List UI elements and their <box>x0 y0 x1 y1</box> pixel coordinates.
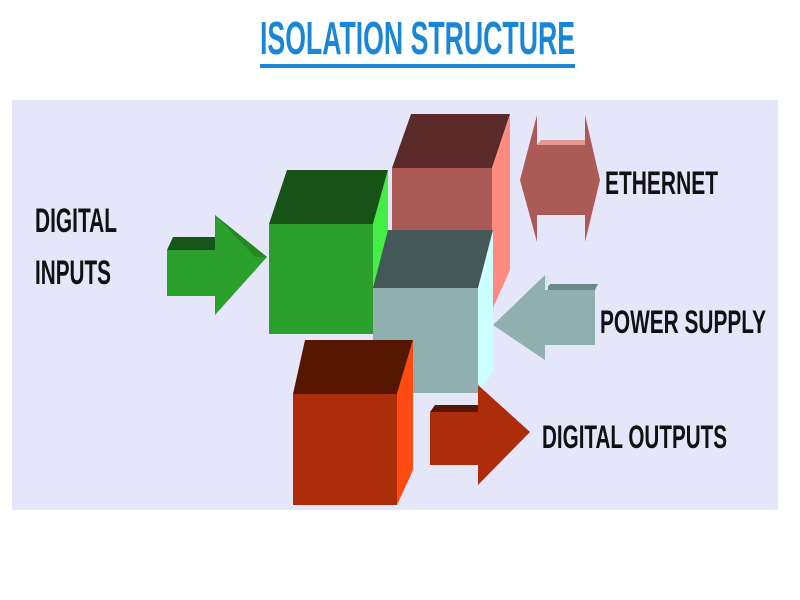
diagram-title: ISOLATION STRUCTURE <box>260 12 575 64</box>
digital-inputs-arrow <box>167 215 267 315</box>
digital-inputs-label-line1: DIGITAL <box>35 202 117 240</box>
ethernet-double-arrow <box>520 115 600 242</box>
power-supply-label: POWER SUPPLY <box>600 304 766 340</box>
title-underline <box>260 64 575 68</box>
power-supply-arrow <box>493 275 598 360</box>
digital-outputs-cube <box>293 340 413 505</box>
digital-outputs-arrow <box>430 385 530 485</box>
digital-inputs-cube <box>269 170 388 334</box>
digital-inputs-label-line2: INPUTS <box>35 254 111 292</box>
digital-outputs-label: DIGITAL OUTPUTS <box>542 419 727 455</box>
ethernet-label: ETHERNET <box>605 165 718 201</box>
